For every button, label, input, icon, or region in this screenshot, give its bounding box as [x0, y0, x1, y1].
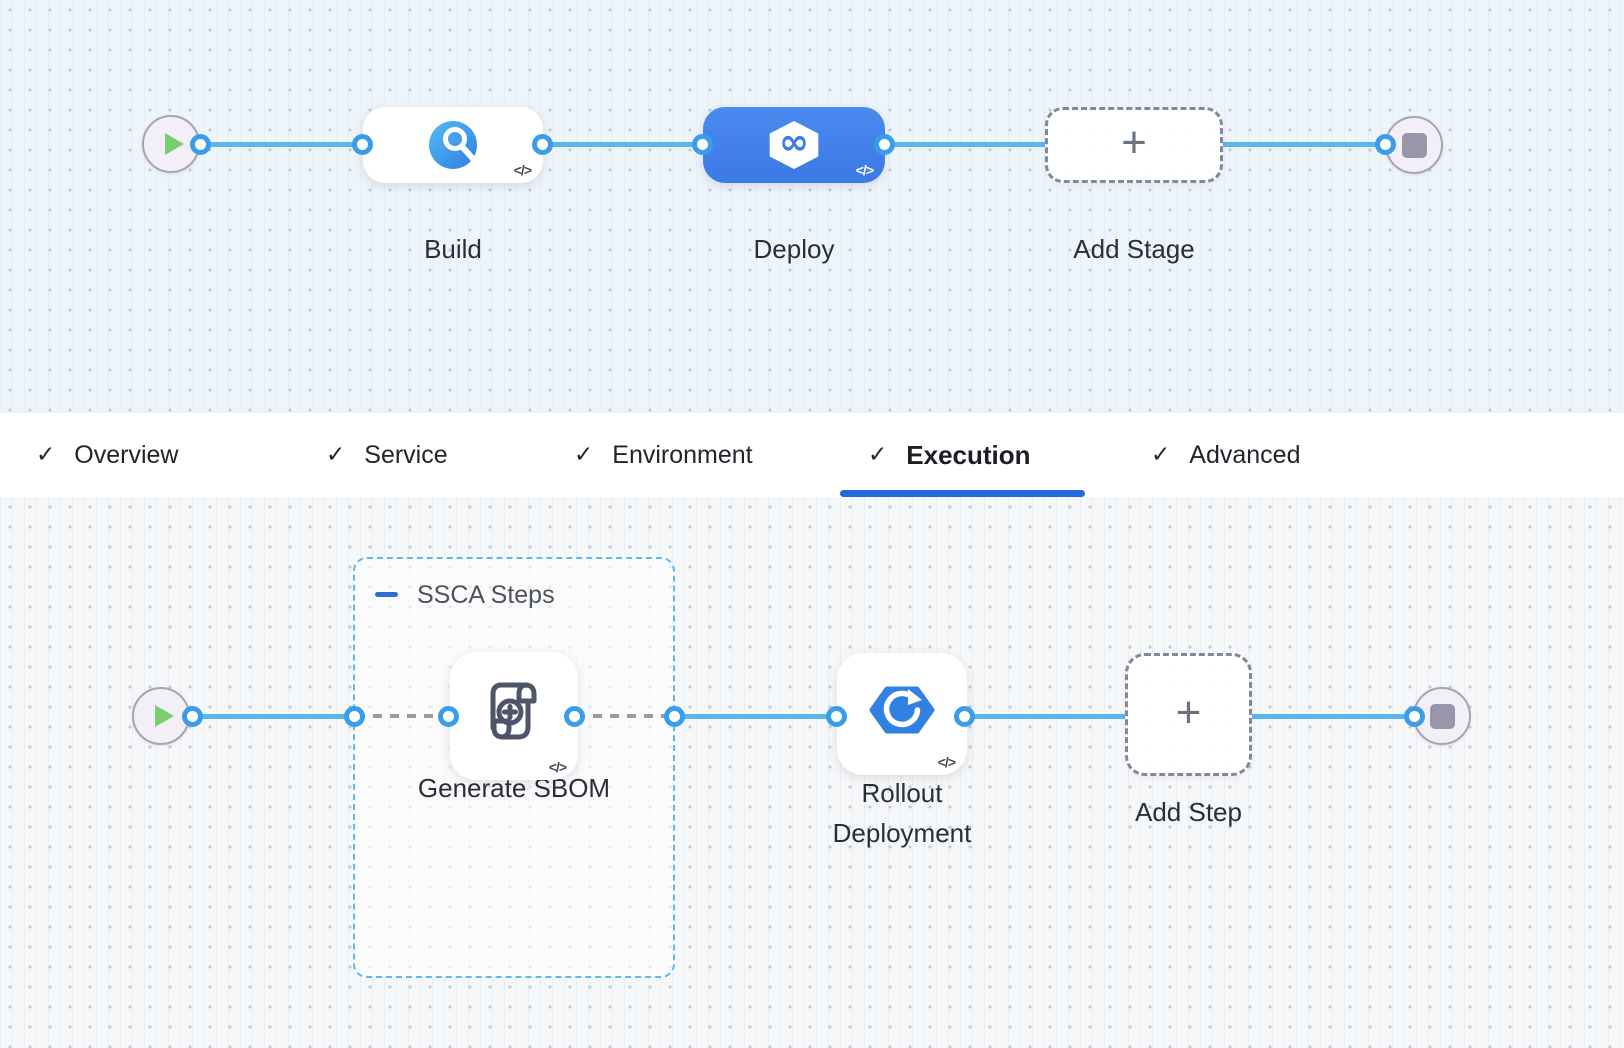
- check-icon: ✓: [326, 442, 346, 468]
- connector-group-rollout: [675, 714, 836, 719]
- stage-canvas: </> ∞ </> + Build Deploy Add Stage: [0, 0, 1624, 413]
- stop-icon: [1401, 132, 1427, 158]
- stage-config-tabbar: ✓ Overview ✓ Service ✓ Environment ✓ Exe…: [0, 413, 1624, 497]
- connector-addstep-end: [1252, 714, 1414, 719]
- connector-start-build: [201, 142, 363, 147]
- port[interactable]: [182, 706, 203, 727]
- connector-addstage-end: [1222, 142, 1386, 147]
- check-icon: ✓: [36, 442, 56, 468]
- code-icon[interactable]: </>: [548, 759, 567, 775]
- tab-overview[interactable]: ✓ Overview: [36, 413, 178, 497]
- port[interactable]: [190, 134, 211, 155]
- connector-sbom-group: [576, 714, 674, 718]
- add-stage-button[interactable]: +: [1045, 107, 1223, 183]
- plus-icon: +: [1175, 687, 1202, 737]
- tab-service[interactable]: ✓ Service: [326, 413, 448, 497]
- check-icon: ✓: [1151, 442, 1171, 468]
- connector-deploy-addstage: [885, 142, 1046, 147]
- port[interactable]: [344, 706, 365, 727]
- step-label-rollout-deployment: Rollout Deployment: [832, 778, 972, 848]
- ci-build-icon: [429, 121, 477, 169]
- stage-label-deploy: Deploy: [753, 234, 835, 264]
- port[interactable]: [664, 706, 685, 727]
- plus-icon: +: [1121, 118, 1147, 167]
- tab-advanced[interactable]: ✓ Advanced: [1151, 413, 1300, 497]
- add-step-button[interactable]: +: [1125, 653, 1252, 776]
- stage-label-build: Build: [424, 234, 482, 264]
- pipeline-end-node[interactable]: [1385, 116, 1443, 174]
- tab-label: Execution: [906, 439, 1031, 470]
- stage-card-deploy[interactable]: ∞ </>: [703, 107, 885, 183]
- play-icon: [155, 705, 174, 727]
- tab-label: Advanced: [1189, 440, 1301, 469]
- port[interactable]: [438, 706, 459, 727]
- connector-rollout-addstep: [965, 714, 1125, 719]
- port[interactable]: [826, 706, 847, 727]
- step-card-generate-sbom[interactable]: </>: [450, 652, 578, 780]
- execution-start-node[interactable]: [132, 687, 190, 745]
- step-label-add-step: Add Step: [1135, 797, 1242, 827]
- port[interactable]: [954, 706, 975, 727]
- cd-deploy-icon: ∞: [769, 121, 819, 169]
- step-group-label: SSCA Steps: [417, 581, 555, 609]
- play-icon: [165, 133, 184, 155]
- tab-environment[interactable]: ✓ Environment: [574, 413, 753, 497]
- code-icon[interactable]: </>: [937, 754, 956, 770]
- tab-label: Overview: [74, 440, 179, 469]
- code-icon[interactable]: </>: [855, 162, 874, 178]
- stop-icon: [1429, 703, 1455, 729]
- rollout-deployment-icon: [869, 686, 935, 734]
- port[interactable]: [532, 134, 553, 155]
- check-icon: ✓: [868, 442, 888, 468]
- sbom-scroll-icon: [490, 682, 537, 740]
- port[interactable]: [692, 134, 713, 155]
- tab-label: Environment: [612, 440, 753, 469]
- connector-start-group: [192, 714, 354, 719]
- execution-canvas: SSCA Steps </>: [0, 497, 1624, 1048]
- step-card-rollout-deployment[interactable]: </>: [837, 653, 967, 775]
- port[interactable]: [1404, 706, 1425, 727]
- collapse-minus-icon[interactable]: [375, 592, 398, 597]
- port[interactable]: [564, 706, 585, 727]
- stage-card-build[interactable]: </>: [363, 107, 543, 183]
- port[interactable]: [1375, 134, 1396, 155]
- active-tab-underline: [840, 490, 1085, 497]
- check-icon: ✓: [574, 442, 594, 468]
- tab-label: Service: [364, 440, 448, 469]
- connector-build-deploy: [543, 142, 703, 147]
- stage-label-add-stage: Add Stage: [1073, 234, 1195, 264]
- code-icon[interactable]: </>: [513, 162, 532, 178]
- connector-group-sbom: [356, 714, 448, 718]
- port[interactable]: [352, 134, 373, 155]
- tab-execution[interactable]: ✓ Execution: [868, 413, 1031, 497]
- port[interactable]: [874, 134, 895, 155]
- infinity-glyph: ∞: [779, 121, 809, 163]
